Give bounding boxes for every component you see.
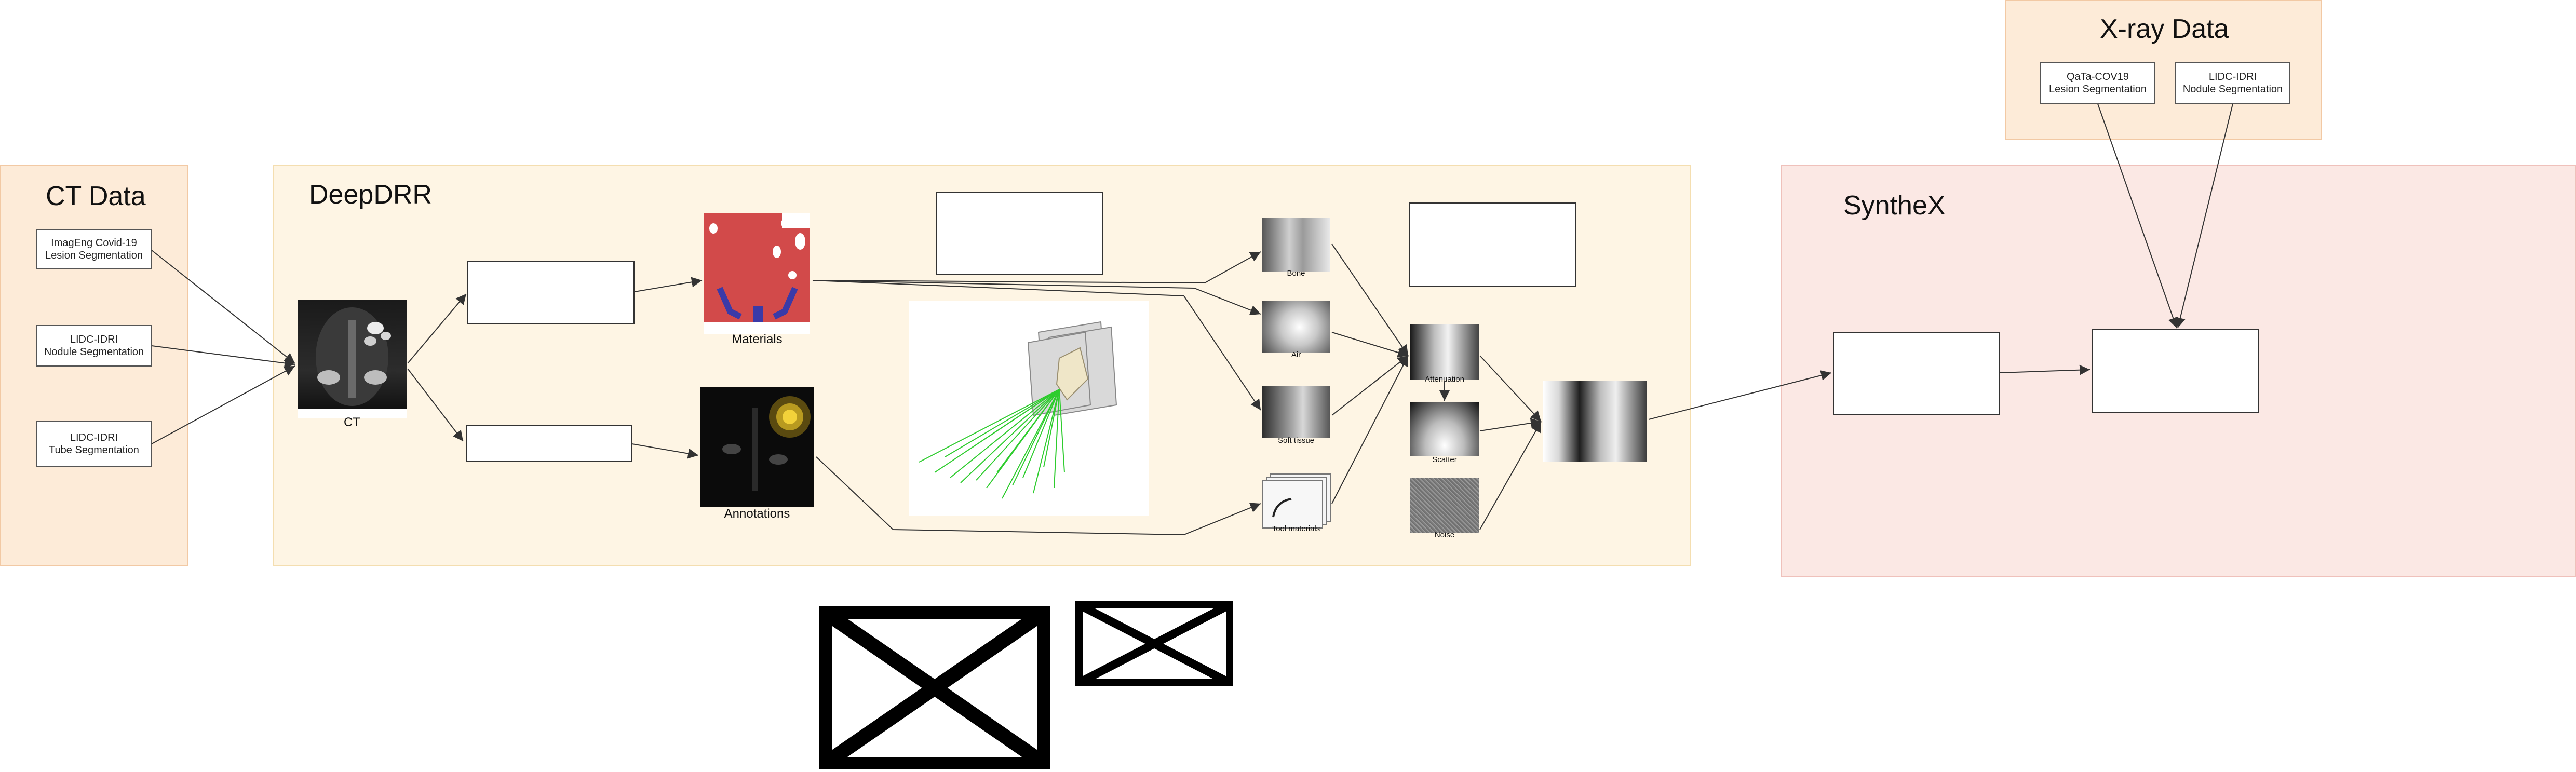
caption-attenuation: Attenuation — [1425, 375, 1464, 384]
caption-annotations: Annotations — [724, 507, 790, 521]
attenuation-image — [1410, 324, 1479, 380]
air-image — [1262, 301, 1330, 353]
empty-box-top-right — [1409, 202, 1576, 287]
xray-data-title: X-ray Data — [2100, 14, 2229, 44]
noise-image — [1410, 478, 1479, 533]
broken-image-icon-large — [819, 606, 1050, 769]
dataset-box-imageng-covid: ImagEng Covid-19 Lesion Segmentation — [36, 229, 152, 269]
scatter-image — [1410, 402, 1479, 456]
caption-bone: Bone — [1287, 269, 1305, 278]
caption-ct: CT — [344, 415, 360, 429]
caption-noise: Noise — [1434, 531, 1455, 539]
dataset-box-qata-cov19: QaTa-COV19 Lesion Segmentation — [2040, 62, 2155, 104]
bone-image — [1262, 218, 1330, 272]
caption-air: Air — [1291, 350, 1301, 359]
caption-soft-tissue: Soft tissue — [1277, 436, 1315, 445]
empty-box-annotation — [466, 425, 632, 462]
caption-tool-materials: Tool materials — [1272, 524, 1320, 533]
deepdrr-title: DeepDRR — [309, 180, 432, 210]
tool-materials-image — [1262, 480, 1323, 529]
synthex-title: SyntheX — [1843, 191, 1946, 221]
ct-scan-image — [298, 300, 407, 418]
dataset-box-lidc-nodule: LIDC-IDRI Nodule Segmentation — [36, 325, 152, 367]
materials-image — [704, 213, 810, 334]
empty-box-synthex-left — [1833, 332, 2000, 415]
empty-box-top-center — [936, 192, 1103, 275]
caption-materials: Materials — [732, 332, 783, 346]
ct-data-title: CT Data — [46, 181, 146, 211]
ray-projection-image — [909, 301, 1149, 516]
dataset-box-lidc-xray-nodule: LIDC-IDRI Nodule Segmentation — [2175, 62, 2290, 104]
soft-tissue-image — [1262, 386, 1330, 438]
empty-box-segmentation — [467, 261, 635, 324]
final-drr-image — [1543, 381, 1647, 462]
broken-image-icon-small — [1075, 601, 1233, 686]
empty-box-synthex-right — [2092, 329, 2259, 413]
caption-scatter: Scatter — [1432, 455, 1457, 464]
annotations-image — [700, 387, 814, 507]
dataset-box-lidc-tube: LIDC-IDRI Tube Segmentation — [36, 421, 152, 467]
